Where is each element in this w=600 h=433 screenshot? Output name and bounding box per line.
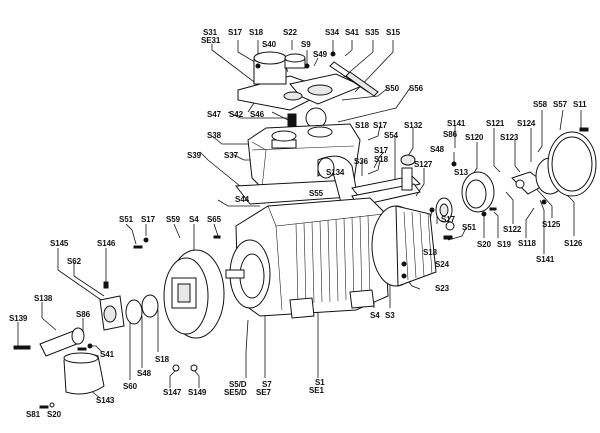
part-label-S41: S41 (345, 28, 359, 37)
part-label-S149: S149 (188, 388, 207, 397)
part-label-S147: S147 (163, 388, 182, 397)
part-label-S122: S122 (503, 225, 522, 234)
part-label-S17-mid: S17 (374, 146, 388, 155)
part-label-S120: S120 (465, 133, 484, 142)
part-label-S86-left: S86 (76, 310, 90, 319)
part-label-S57: S57 (553, 100, 567, 109)
part-label-S4-left: S4 (189, 215, 199, 224)
part-label-S7: S7 (262, 380, 272, 389)
part-label-S60: S60 (123, 382, 137, 391)
part-label-S18-left: S18 (155, 355, 169, 364)
part-label-S42: S42 (229, 110, 243, 119)
part-label-S118: S118 (518, 239, 536, 248)
part-label-S36: S36 (354, 157, 368, 166)
part-label-S86-right: S86 (443, 130, 457, 139)
part-label-S20-right: S20 (477, 240, 491, 249)
part-label-S59: S59 (166, 215, 180, 224)
part-label-S18-mid: S18 (374, 155, 388, 164)
part-label-S23: S23 (435, 284, 449, 293)
drive-end-parts (13, 235, 225, 409)
part-label-S138: S138 (34, 294, 53, 303)
part-label-S146: S146 (97, 239, 116, 248)
part-label-SE7: SE7 (256, 388, 271, 397)
part-label-S41-left: S41 (100, 350, 114, 359)
part-label-S34: S34 (325, 28, 339, 37)
part-label-S18-right: S18 (423, 248, 437, 257)
part-label-S20-left: S20 (47, 410, 61, 419)
part-label-S141-bottom: S141 (536, 255, 555, 264)
part-label-S54: S54 (384, 131, 398, 140)
part-label-S9: S9 (301, 40, 311, 49)
part-label-S22: S22 (283, 28, 297, 37)
part-label-S11: S11 (573, 100, 587, 109)
valve-cover-assembly (237, 51, 379, 129)
part-label-S37: S37 (224, 151, 238, 160)
part-label-S47: S47 (207, 110, 221, 119)
part-label-S123: S123 (500, 133, 519, 142)
part-label-S17-upper: S17 (373, 121, 387, 130)
part-label-S24: S24 (435, 260, 449, 269)
part-label-S35: S35 (365, 28, 379, 37)
part-label-S48-left: S48 (137, 369, 151, 378)
part-label-S56: S56 (409, 84, 423, 93)
part-label-S51-right: S51 (462, 223, 476, 232)
part-label-S48-right: S48 (430, 145, 444, 154)
part-label-S17-left: S17 (141, 215, 155, 224)
part-label-S51-left: S51 (119, 215, 133, 224)
silencer-housing (235, 123, 366, 215)
part-label-S19: S19 (497, 240, 511, 249)
part-label-S125: S125 (542, 220, 561, 229)
part-label-S55: S55 (309, 189, 323, 198)
part-label-S15: S15 (386, 28, 400, 37)
part-label-S5D: S5/D (229, 380, 247, 389)
part-label-S44: S44 (235, 195, 249, 204)
part-label-S124: S124 (517, 119, 536, 128)
part-label-SE1: SE1 (309, 386, 324, 395)
part-label-S4-right: S4 (370, 311, 380, 320)
part-label-S58: S58 (533, 100, 547, 109)
part-label-S65: S65 (207, 215, 221, 224)
part-label-S132: S132 (404, 121, 423, 130)
part-label-S49: S49 (313, 50, 327, 59)
part-label-S134: S134 (326, 168, 345, 177)
part-label-S17: S17 (228, 28, 242, 37)
part-label-S1: S1 (315, 378, 325, 387)
part-label-S38: S38 (207, 131, 221, 140)
leader-lines (17, 40, 582, 399)
part-label-SE31: SE31 (201, 36, 221, 45)
blower-main-body (225, 197, 453, 319)
part-label-S50: S50 (385, 84, 399, 93)
part-label-S18: S18 (249, 28, 263, 37)
part-label-S139: S139 (9, 314, 28, 323)
gearbox-cover-parts (401, 127, 597, 279)
part-label-S18-upper: S18 (355, 121, 369, 130)
part-label-S62: S62 (67, 257, 81, 266)
part-label-S39: S39 (187, 151, 201, 160)
part-label-S141-top: S141 (447, 119, 466, 128)
part-label-S145: S145 (50, 239, 69, 248)
part-label-S17-right: S17 (441, 215, 455, 224)
part-label-S13: S13 (454, 168, 468, 177)
part-label-S143: S143 (96, 396, 115, 405)
part-label-S81: S81 (26, 410, 40, 419)
part-label-S40: S40 (262, 40, 276, 49)
part-label-SE5D: SE5/D (224, 388, 247, 397)
part-label-S46: S46 (250, 110, 264, 119)
part-label-S3: S3 (385, 311, 395, 320)
part-label-S126: S126 (564, 239, 583, 248)
part-label-S127: S127 (414, 160, 433, 169)
part-label-S121: S121 (486, 119, 505, 128)
part-label-S31: S31 (203, 28, 217, 37)
